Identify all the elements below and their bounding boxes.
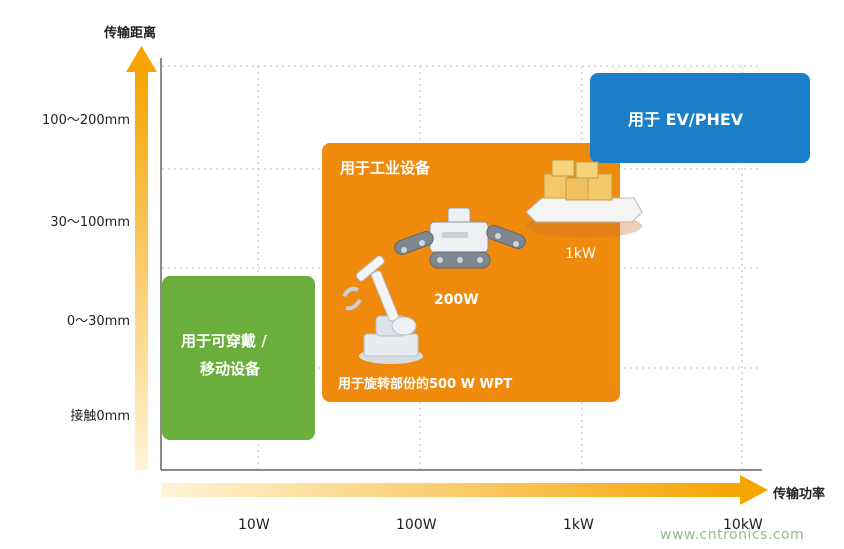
label-1kw: 1kW [565, 246, 596, 262]
x-axis-arrow [162, 475, 768, 505]
y-label-100-200: 100～200mm [42, 113, 130, 128]
wearable-line1: 用于可穿戴 / [181, 332, 267, 350]
label-500w-wpt: 用于旋转部份的500 W WPT [338, 377, 513, 392]
y-axis-title: 传输距离 [104, 26, 157, 41]
industrial-robot-arm-icon [342, 256, 423, 364]
y-label-contact: 接触0mm [70, 409, 130, 424]
agv-cargo-icon [525, 160, 643, 238]
y-label-0-30: 0～30mm [66, 314, 130, 329]
y-label-30-100: 30～100mm [50, 215, 130, 230]
watermark: www.cntronics.com [660, 527, 805, 543]
ev-phev-region [590, 73, 810, 163]
x-label-10kw: 10kW [723, 517, 763, 533]
x-label-100w: 100W [396, 517, 437, 533]
x-label-1kw: 1kW [563, 517, 594, 533]
x-axis-title: 传输功率 [773, 487, 826, 502]
x-label-10w: 10W [238, 517, 270, 533]
wearable-mobile-region [162, 276, 315, 440]
industrial-title: 用于工业设备 [340, 159, 431, 177]
ev-title: 用于 EV/PHEV [628, 110, 744, 129]
wearable-line2: 移动设备 [200, 360, 261, 378]
mobile-robot-icon [394, 208, 526, 269]
label-200w: 200W [434, 292, 479, 308]
y-axis-arrow [126, 46, 157, 470]
